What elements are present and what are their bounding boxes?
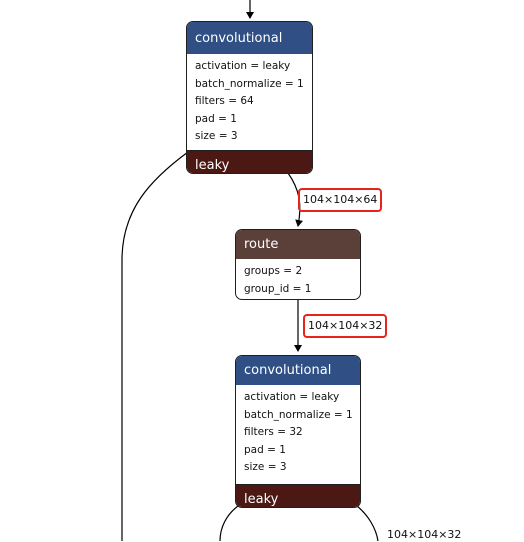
node-activation-footer: leaky (187, 150, 312, 173)
node-title: convolutional (187, 22, 312, 54)
edge-conv2-out-left (219, 505, 239, 541)
attr-filters: filters = 64 (195, 95, 254, 108)
node-convolutional-1[interactable]: convolutional activation = leaky batch_n… (186, 21, 313, 174)
attr-activation: activation = leaky (244, 391, 340, 403)
node-attributes: activation = leaky batch_normalize = 1 f… (236, 385, 360, 484)
node-attributes: activation = leaky batch_normalize = 1 f… (187, 54, 312, 150)
attr-size: size = 3 (195, 130, 238, 143)
attr-size: size = 3 (244, 461, 287, 474)
attr-groups: groups = 2 (244, 265, 303, 277)
attr-activation: activation = leaky (195, 60, 291, 72)
attr-batch-normalize: batch_normalize = 1 (244, 408, 353, 421)
edge-conv1-skip (121, 151, 189, 541)
attr-pad: pad = 1 (195, 112, 237, 125)
node-route[interactable]: route groups = 2 group_id = 1 (235, 229, 361, 300)
edge-label-conv2-out: 104×104×32 (387, 528, 462, 541)
attr-group-id: group_id = 1 (244, 282, 312, 295)
attr-batch-normalize: batch_normalize = 1 (195, 77, 304, 90)
node-activation-footer: leaky (236, 484, 360, 507)
node-title: convolutional (236, 356, 360, 385)
attr-pad: pad = 1 (244, 443, 286, 456)
node-title: route (236, 230, 360, 259)
edge-conv2-out-right (356, 505, 379, 541)
node-convolutional-2[interactable]: convolutional activation = leaky batch_n… (235, 355, 361, 508)
edge-label-conv1-to-route: 104×104×64 (298, 188, 383, 212)
edge-label-route-to-conv2: 104×104×32 (303, 314, 388, 338)
node-attributes: groups = 2 group_id = 1 (236, 259, 360, 299)
attr-filters: filters = 32 (244, 426, 303, 439)
